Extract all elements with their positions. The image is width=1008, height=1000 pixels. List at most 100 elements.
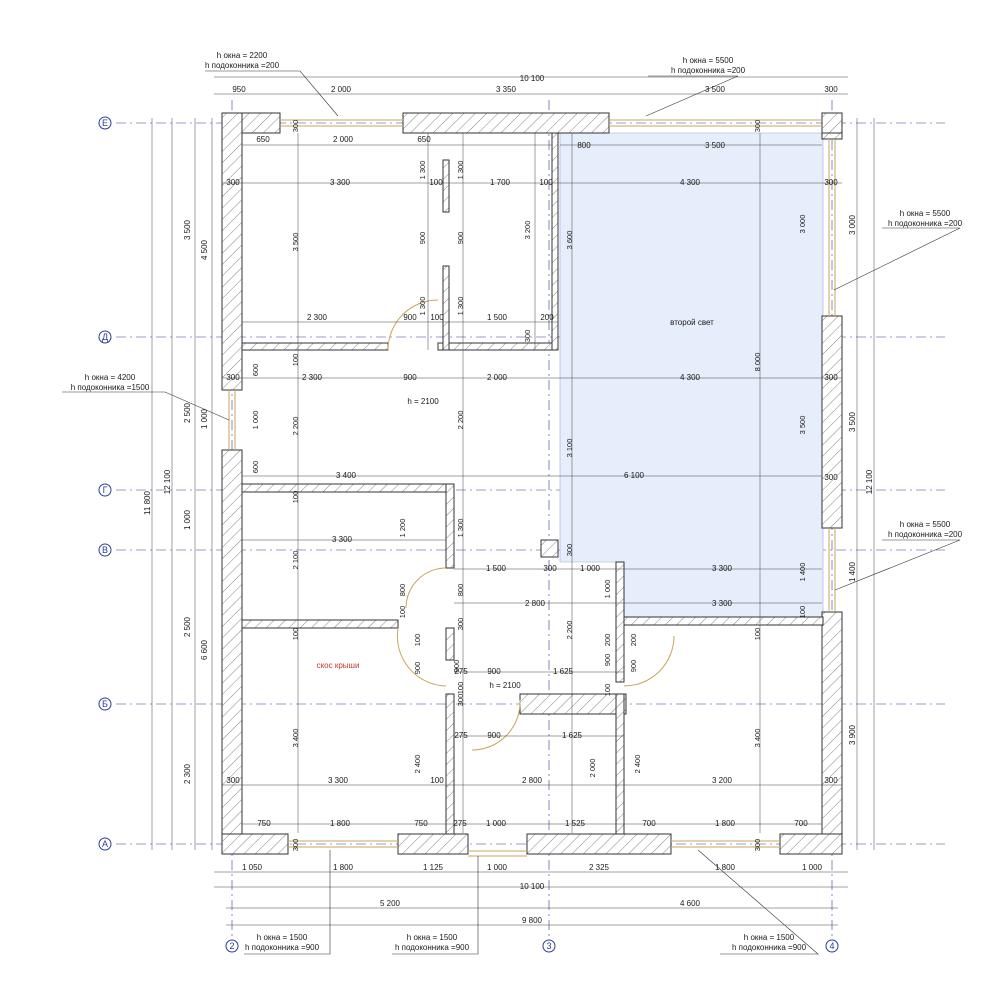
- dimension-label: 6 100: [624, 471, 645, 480]
- dimension-label: 1 800: [715, 819, 736, 828]
- dimension-label: 3 300: [712, 599, 733, 608]
- window-note-sill: h подоконника =900: [395, 943, 470, 952]
- dimension-label: 700: [794, 819, 808, 828]
- dimension-label: 3 500: [848, 411, 857, 432]
- dimension-label: 2 300: [307, 313, 328, 322]
- dimension-label: 2 500: [183, 616, 192, 637]
- dimension-label: 4 300: [680, 178, 701, 187]
- windows: [228, 119, 836, 857]
- dimensions-interior: 650 2 000 650 800 3 500 300 3 300 100 1 …: [226, 135, 838, 828]
- dimension-label: 2 200: [456, 411, 465, 430]
- dimension-label: 1 500: [486, 564, 507, 573]
- dimension-label: 650: [417, 135, 431, 144]
- roof-slope-label: скос крыши: [317, 661, 360, 670]
- dimension-label: 9 800: [522, 916, 543, 925]
- window-note-height: h окна = 5500: [683, 56, 734, 65]
- dimension-label: 2 300: [183, 763, 192, 784]
- dimension-label: 950: [232, 85, 246, 94]
- dimension-label: 100: [291, 491, 300, 504]
- dimension-label: 275: [454, 731, 468, 740]
- dimension-label: 1 625: [562, 731, 583, 740]
- dimension-label: 3 500: [705, 85, 726, 94]
- door-height-label: h = 2100: [407, 397, 439, 406]
- dimension-label: 2 500: [183, 402, 192, 423]
- dimension-label: 1 000: [802, 863, 823, 872]
- dimension-label: 100: [603, 684, 612, 697]
- dimension-label: 900: [456, 232, 465, 245]
- dimension-label: 100: [398, 606, 407, 619]
- dimension-label: 3 300: [332, 535, 353, 544]
- dimension-label: 900: [487, 731, 501, 740]
- dimension-label: 2 000: [588, 759, 597, 778]
- dimension-label: 100: [429, 178, 443, 187]
- dimension-label: 200: [540, 313, 554, 322]
- dimension-label: 900: [487, 667, 501, 676]
- dimension-label: 1 050: [242, 863, 263, 872]
- dimension-label: 300: [456, 618, 465, 631]
- axis-col-2: 2: [229, 941, 234, 951]
- dimension-label: 1 200: [398, 519, 407, 538]
- dimension-label: 1 000: [603, 580, 612, 599]
- dimension-label: 1 000: [251, 411, 260, 430]
- window-note-height: h окна = 1500: [744, 933, 795, 942]
- dimensions-left: 3 500 4 500 2 500 1 000 1 000 2 500 2 30…: [143, 219, 209, 784]
- dimensions-right: 3 000 3 500 1 400 3 900 12 100: [848, 214, 874, 745]
- axis-col-4: 4: [829, 941, 834, 951]
- dimension-label: 300: [456, 694, 465, 707]
- dimension-label: 300: [753, 120, 762, 133]
- dimension-label: 1 700: [490, 178, 511, 187]
- plan-notes: второй свет скос крыши h = 2100 h = 2100: [317, 318, 715, 690]
- dimension-label: 8 000: [753, 353, 762, 372]
- dimension-label: 1 400: [848, 561, 857, 582]
- dimension-label: 2 000: [331, 85, 352, 94]
- dimension-label: 3 400: [291, 729, 300, 748]
- dimension-label: 3 000: [798, 215, 807, 234]
- dimension-label: 300: [226, 776, 240, 785]
- dimension-label: 100: [539, 178, 553, 187]
- dimension-label: 12 100: [163, 469, 172, 494]
- dimension-label: 300: [753, 839, 762, 852]
- window-note-sill: h подоконника =200: [205, 61, 280, 70]
- dimension-label: 1 000: [580, 564, 601, 573]
- dimension-label: 1 300: [418, 297, 427, 316]
- window-note-height: h окна = 1500: [407, 933, 458, 942]
- dimension-label: 1 525: [565, 819, 586, 828]
- dimension-label: 3 200: [712, 776, 733, 785]
- dimension-label: 1 300: [456, 519, 465, 538]
- dimension-label: 300: [543, 564, 557, 573]
- dimension-label: 4 600: [680, 899, 701, 908]
- dimension-label: 3 200: [523, 221, 532, 240]
- dimension-label: 2 200: [291, 417, 300, 436]
- dimension-label: 1 300: [456, 161, 465, 180]
- dimension-label: 1 000: [183, 509, 192, 530]
- dimension-label: 3 500: [705, 141, 726, 150]
- dimension-label: 900: [403, 373, 417, 382]
- window-note-sill: h подоконника =900: [732, 943, 807, 952]
- dimension-label: 2 325: [589, 863, 610, 872]
- dimension-label: 1 000: [487, 863, 508, 872]
- dimension-label: 800: [398, 584, 407, 597]
- dimension-label: 3 500: [183, 219, 192, 240]
- dimension-label: 4 500: [200, 239, 209, 260]
- dimension-label: 300: [824, 178, 838, 187]
- axis-row-E: Е: [102, 118, 108, 128]
- dimension-label: 100: [430, 313, 444, 322]
- window-note-sill: h подоконника =900: [245, 943, 320, 952]
- dimension-label: 2 200: [565, 621, 574, 640]
- dimension-label: 1 500: [487, 313, 508, 322]
- window-note-height: h окна = 5500: [900, 209, 951, 218]
- dimension-label: 4 300: [680, 373, 701, 382]
- dimension-label: 3 600: [565, 231, 574, 250]
- dimension-label: 300: [565, 544, 574, 557]
- dimensions-top: 10 100 950 2 000 3 350 3 500 300: [232, 74, 838, 94]
- dimension-label: 100: [798, 606, 807, 619]
- axis-row-V: В: [102, 545, 108, 555]
- dimension-label: 1 300: [418, 161, 427, 180]
- dimension-label: 900: [403, 313, 417, 322]
- dimension-label: 750: [257, 819, 271, 828]
- dimension-label: 2 000: [333, 135, 354, 144]
- dimension-label: 300: [226, 178, 240, 187]
- dimension-label: 1 300: [456, 297, 465, 316]
- window-note-height: h окна = 4200: [85, 373, 136, 382]
